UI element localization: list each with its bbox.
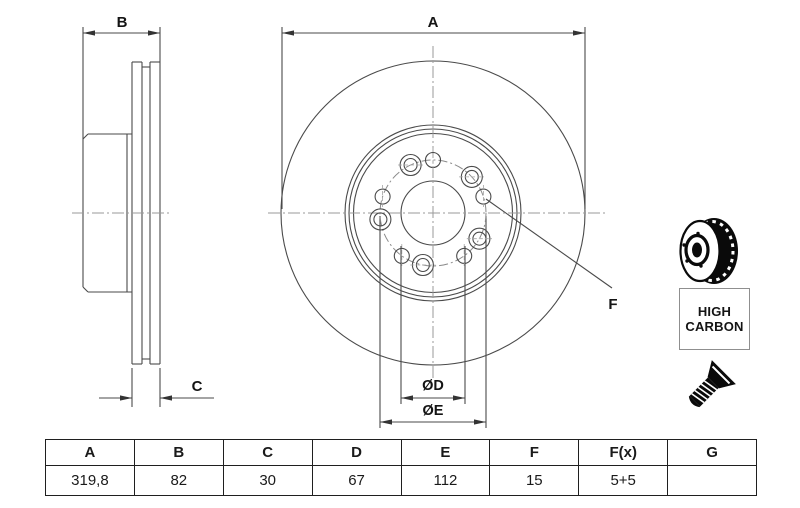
technical-drawing: A B C F ØD ØE [72,14,738,428]
table-value-row: 319,8 82 30 67 112 15 5+5 [45,465,757,496]
countersunk-screw-icon [688,360,736,408]
hole-centermarks [382,148,492,268]
dimension-f-label: F [608,296,617,313]
brake-disc-3d-icon [679,218,738,284]
high-carbon-badge: HIGH CARBON [679,288,750,350]
dimension-a-label: A [428,14,439,31]
table-value-e: 112 [400,465,491,496]
dimension-e-label: ØE [423,403,444,419]
front-view-arrowheads [282,30,585,425]
table-value-a: 319,8 [45,465,135,496]
dimension-c-label: C [192,378,203,395]
dimension-d-label: ØD [422,378,444,394]
table-header-g: G [667,439,757,466]
table-header-a: A [45,439,135,466]
table-value-d: 67 [311,465,402,496]
table-header-b: B [133,439,224,466]
table-header-c: C [222,439,313,466]
front-view-centerlines [268,46,607,380]
dimension-f-leader [485,198,613,289]
high-carbon-text-line2: CARBON [685,319,744,334]
front-view [280,27,613,428]
side-view-arrowheads [83,30,172,401]
table-value-b: 82 [133,465,224,496]
table-header-fx: F(x) [578,439,669,466]
table-value-g [667,465,757,496]
table-value-f: 15 [489,465,580,496]
high-carbon-text-line1: HIGH [697,304,732,319]
table-header-row: A B C D E F F(x) G [45,439,757,466]
table-value-fx: 5+5 [578,465,669,496]
table-header-e: E [400,439,491,466]
dimension-table: A B C D E F F(x) G 319,8 82 30 67 112 15… [45,439,757,496]
dimension-b-label: B [117,14,128,31]
table-value-c: 30 [222,465,313,496]
table-header-f: F [489,439,580,466]
table-header-d: D [311,439,402,466]
side-view-cross-section [82,27,214,407]
